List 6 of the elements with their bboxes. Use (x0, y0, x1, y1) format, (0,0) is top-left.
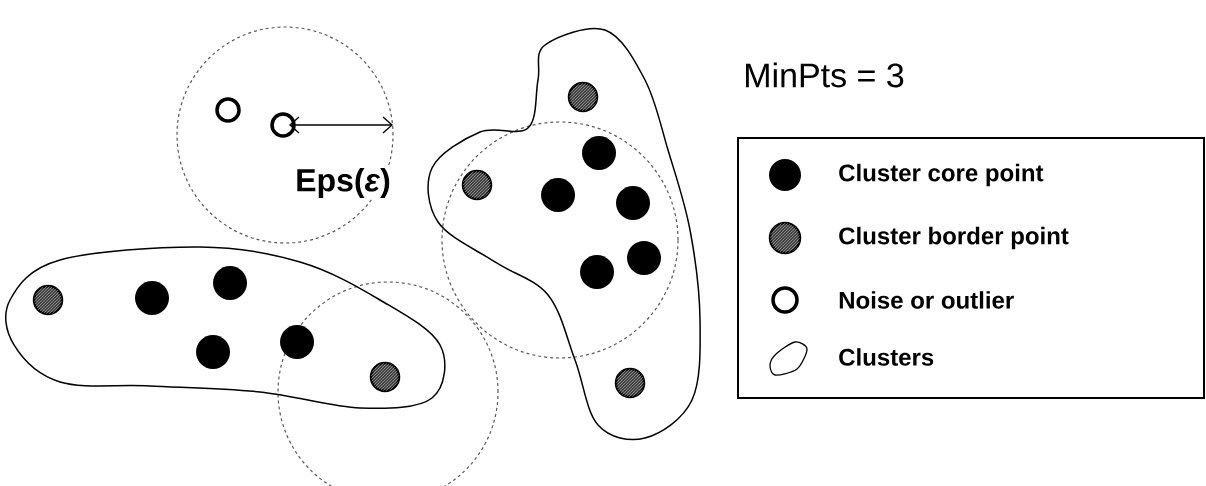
legend-text: Noise or outlier (839, 291, 1014, 309)
legend-text: Cluster core point (839, 163, 1044, 187)
legend-text: Cluster border point (839, 226, 1069, 250)
eps-label: Eps(ε) (297, 168, 390, 198)
legend-text: Clusters (839, 348, 934, 366)
parameter-label: MinPts = 3 (746, 62, 904, 88)
